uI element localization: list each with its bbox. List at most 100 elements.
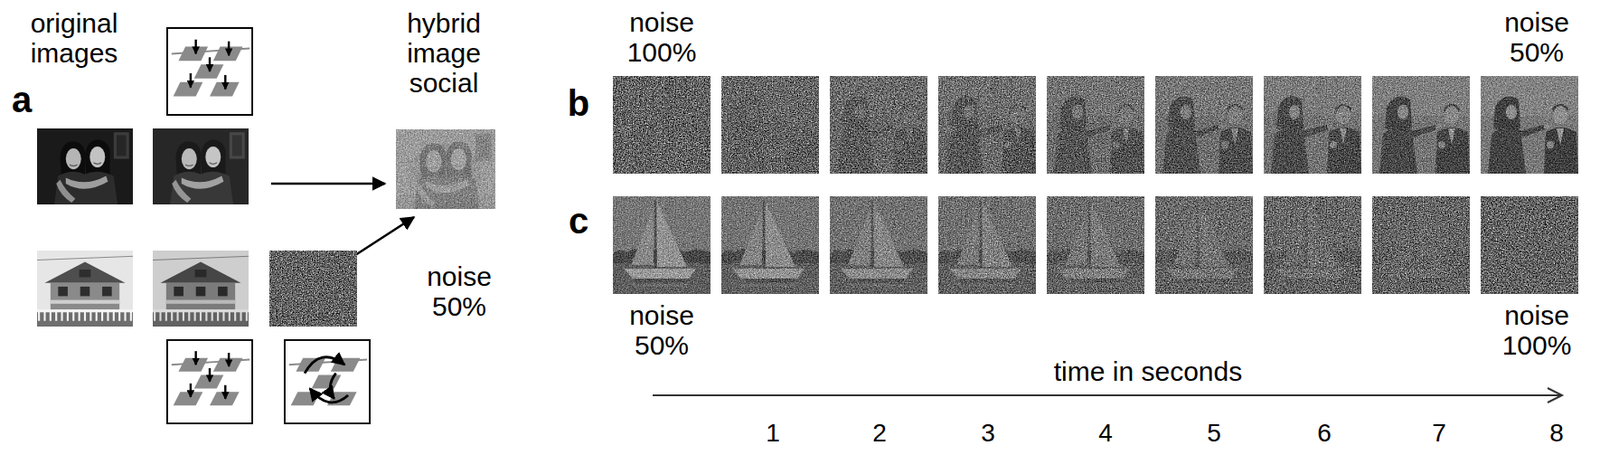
- label-slot: noise 50%: [404, 261, 514, 321]
- illustration-part: [79, 269, 92, 277]
- time-axis: [652, 394, 1561, 396]
- figure-label: noise 100%: [1482, 300, 1591, 360]
- illustration-part: [829, 75, 928, 174]
- axis-tick-number: 7: [1411, 419, 1467, 448]
- figure-label: original images: [6, 8, 142, 68]
- illustration-part: [1263, 75, 1362, 174]
- illustration-part: [269, 250, 358, 327]
- label-slot: 5: [1186, 419, 1242, 448]
- illustration-part: [395, 129, 496, 209]
- illustration-part: [37, 255, 133, 260]
- video-frame-nonsocial: [1263, 196, 1362, 294]
- illustration-part: [721, 75, 819, 174]
- photo-social-copy: [152, 128, 249, 205]
- illustration-part: [69, 164, 77, 167]
- video-frame-nonsocial: [1480, 196, 1579, 294]
- photo-social: [37, 128, 133, 205]
- illustration-part: [1155, 196, 1253, 294]
- label-slot: noise 50%: [607, 300, 716, 360]
- illustration-part: [89, 146, 105, 168]
- illustration-part: [113, 131, 130, 159]
- video-frame-nonsocial: [612, 196, 711, 294]
- panel-letter: a: [3, 79, 40, 120]
- merge-arrow: [352, 216, 415, 257]
- label-slot: 3: [960, 419, 1016, 448]
- label-slot: 2: [852, 419, 907, 448]
- illustration-part: [224, 385, 226, 399]
- illustration-part: [208, 56, 211, 72]
- illustration-part: [173, 391, 204, 405]
- illustration-part: [65, 176, 109, 189]
- illustration-part: [57, 286, 68, 297]
- illustration-part: [50, 282, 120, 312]
- panel-letter: b: [560, 83, 597, 123]
- axis-tick-number: 8: [1529, 419, 1584, 448]
- illustration-part: [1480, 75, 1579, 174]
- video-frame-nonsocial: [721, 196, 819, 294]
- illustration-part: [829, 196, 928, 294]
- figure-label: noise 100%: [607, 7, 716, 67]
- illustration-part: [167, 28, 253, 115]
- filter-icon: [167, 28, 253, 115]
- video-frame-social: [721, 75, 819, 174]
- illustration-part: [227, 41, 230, 57]
- axis-tick-number: 5: [1186, 419, 1242, 448]
- illustration-part: [167, 339, 253, 424]
- illustration-part: [938, 75, 1036, 174]
- illustration-part: [178, 357, 208, 372]
- illustration-part: [304, 357, 345, 374]
- label-slot: 4: [1078, 419, 1133, 448]
- illustration-part: [1046, 75, 1145, 174]
- illustration-part: [56, 179, 76, 203]
- illustration-part: [224, 75, 226, 90]
- merge-arrow: [271, 182, 386, 186]
- illustration-part: [1155, 75, 1253, 174]
- axis-tick-number: 1: [745, 419, 800, 448]
- hybrid-image: [395, 129, 496, 209]
- label-slot: noise 100%: [607, 7, 716, 67]
- illustration-part: [395, 129, 496, 209]
- label-slot: original images: [6, 8, 142, 68]
- noise-image: [269, 250, 358, 327]
- illustration-part: [116, 134, 127, 156]
- video-frame-nonsocial: [829, 196, 928, 294]
- label-slot: 7: [1411, 419, 1467, 448]
- label-slot: time in seconds: [967, 356, 1329, 386]
- figure-label: noise 50%: [1482, 7, 1591, 67]
- axis-tick-number: 6: [1297, 419, 1352, 448]
- illustration-part: [1046, 196, 1145, 294]
- label-slot: a: [3, 79, 40, 120]
- illustration-part: [395, 129, 496, 209]
- illustration-part: [1372, 196, 1470, 294]
- illustration-part: [37, 250, 133, 327]
- illustration-part: [65, 148, 82, 170]
- illustration-part: [94, 162, 102, 165]
- video-frame-social: [1046, 75, 1145, 174]
- illustration-part: [227, 352, 230, 367]
- illustration-part: [721, 196, 819, 294]
- illustration-part: [1155, 75, 1253, 174]
- illustration-part: [173, 82, 204, 97]
- illustration-part: [152, 250, 249, 327]
- illustration-part: [194, 39, 197, 55]
- video-frame-nonsocial: [1155, 196, 1253, 294]
- video-frame-social: [829, 75, 928, 174]
- illustration-part: [395, 129, 496, 209]
- illustration-part: [178, 47, 208, 62]
- video-frame-social: [612, 75, 711, 174]
- figure-label: noise 50%: [404, 261, 514, 321]
- illustration-part: [612, 75, 711, 174]
- panel-letter: c: [560, 200, 597, 241]
- illustration-part: [80, 286, 91, 297]
- illustration-part: [612, 75, 711, 174]
- video-frame-social: [1263, 75, 1362, 174]
- illustration-part: [311, 374, 342, 388]
- figure-label: hybrid image social: [380, 8, 508, 98]
- label-slot: noise 100%: [1482, 300, 1591, 360]
- illustration-part: [208, 367, 211, 382]
- photo-house: [37, 250, 133, 327]
- illustration-part: [938, 75, 1036, 174]
- label-slot: 1: [745, 419, 800, 448]
